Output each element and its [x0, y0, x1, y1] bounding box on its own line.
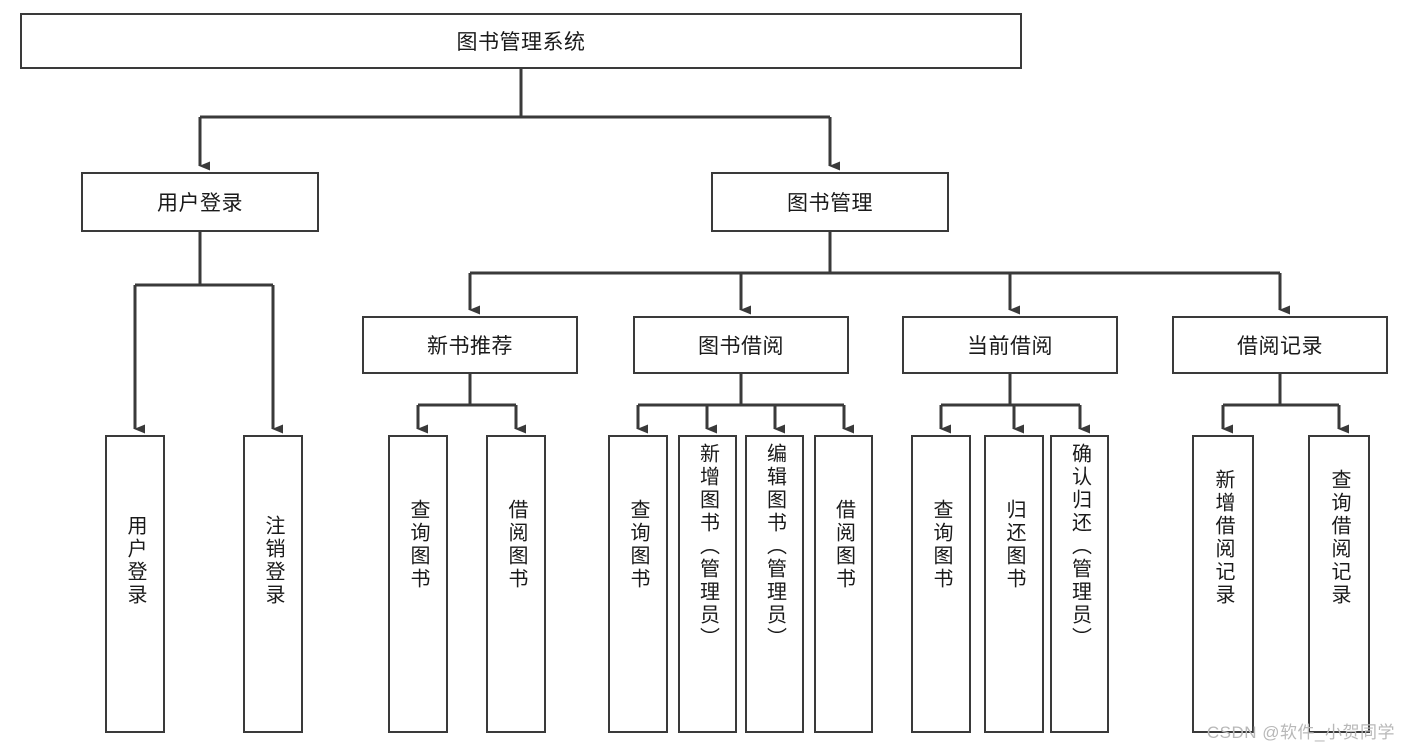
- node-leaf-add-record[interactable]: 新增借阅记录: [1192, 435, 1254, 733]
- node-root-system-label: 图书管理系统: [456, 31, 586, 54]
- node-user-login[interactable]: 用户登录: [81, 172, 319, 232]
- node-user-login-label: 用户登录: [157, 192, 243, 215]
- node-leaf-confirm-return[interactable]: 确认归还（管理员）: [1050, 435, 1109, 733]
- node-leaf-logout-login-label: 注销登录: [262, 515, 284, 607]
- node-leaf-query-book-1[interactable]: 查询图书: [388, 435, 448, 733]
- node-leaf-edit-book[interactable]: 编辑图书（管理员）: [745, 435, 804, 733]
- node-borrow-record[interactable]: 借阅记录: [1172, 316, 1388, 374]
- node-root-system[interactable]: 图书管理系统: [20, 13, 1022, 69]
- node-book-manage[interactable]: 图书管理: [711, 172, 949, 232]
- node-current-borrow-label: 当前借阅: [967, 335, 1053, 358]
- node-borrow-record-label: 借阅记录: [1237, 335, 1323, 358]
- node-book-manage-label: 图书管理: [787, 192, 873, 215]
- node-leaf-query-book-3-label: 查询图书: [930, 499, 952, 591]
- node-leaf-query-book-1-label: 查询图书: [407, 499, 429, 591]
- node-leaf-user-login-label: 用户登录: [124, 515, 146, 607]
- node-new-book-rec-label: 新书推荐: [427, 335, 513, 358]
- node-leaf-query-book-2-label: 查询图书: [627, 499, 649, 591]
- node-leaf-borrow-book-2-label: 借阅图书: [832, 499, 855, 591]
- node-leaf-query-book-2[interactable]: 查询图书: [608, 435, 668, 733]
- node-leaf-borrow-book-1-label: 借阅图书: [505, 499, 527, 591]
- csdn-watermark: CSDN @软件_小贺同学: [1206, 723, 1395, 742]
- node-book-borrow-label: 图书借阅: [698, 335, 784, 358]
- node-leaf-add-record-label: 新增借阅记录: [1212, 469, 1234, 607]
- node-leaf-edit-book-label: 编辑图书（管理员）: [763, 443, 786, 650]
- node-leaf-borrow-book-2[interactable]: 借阅图书: [814, 435, 873, 733]
- node-leaf-confirm-return-label: 确认归还（管理员）: [1068, 443, 1091, 650]
- node-leaf-query-record-label: 查询借阅记录: [1328, 469, 1350, 607]
- node-leaf-return-book-label: 归还图书: [1003, 499, 1025, 591]
- node-book-borrow[interactable]: 图书借阅: [633, 316, 849, 374]
- node-leaf-query-book-3[interactable]: 查询图书: [911, 435, 971, 733]
- node-leaf-add-book[interactable]: 新增图书（管理员）: [678, 435, 737, 733]
- node-leaf-borrow-book-1[interactable]: 借阅图书: [486, 435, 546, 733]
- node-current-borrow[interactable]: 当前借阅: [902, 316, 1118, 374]
- node-leaf-query-record[interactable]: 查询借阅记录: [1308, 435, 1370, 733]
- node-new-book-rec[interactable]: 新书推荐: [362, 316, 578, 374]
- node-leaf-logout-login[interactable]: 注销登录: [243, 435, 303, 733]
- node-leaf-user-login[interactable]: 用户登录: [105, 435, 165, 733]
- node-leaf-return-book[interactable]: 归还图书: [984, 435, 1044, 733]
- node-leaf-add-book-label: 新增图书（管理员）: [696, 443, 719, 650]
